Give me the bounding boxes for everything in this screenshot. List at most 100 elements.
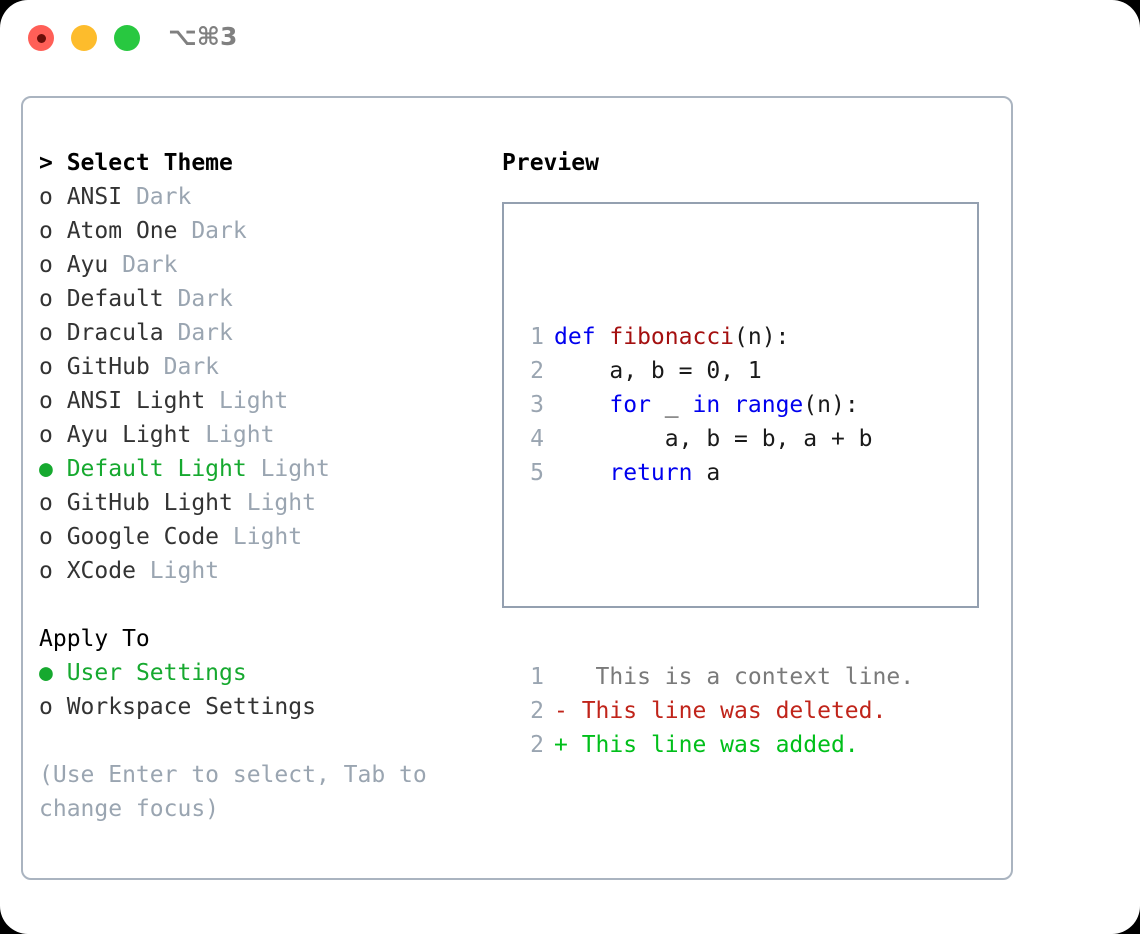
code-token: a, b = 0, 1 [554,358,762,384]
code-token: (n): [734,324,790,350]
theme-option-google-code[interactable]: o Google Code Light [39,520,489,554]
theme-option-tag: Dark [122,184,192,210]
theme-option-default[interactable]: o Default Dark [39,282,489,316]
radio-unselected-icon: o [39,694,53,720]
code-line: 4 a, b = b, a + b [522,422,914,456]
line-number: 2 [530,698,544,724]
maximize-button[interactable] [114,25,140,51]
theme-option-tag: Dark [163,286,233,312]
diff-sign: - [554,698,568,724]
traffic-lights [28,25,140,51]
theme-option-tag: Light [205,388,289,414]
code-token: in [692,392,721,418]
theme-option-tag: Light [135,558,220,584]
apply-to-option-label: Workspace Settings [52,694,316,720]
theme-option-label: GitHub Light [52,490,233,516]
theme-option-tag: Dark [177,218,247,244]
diff-sample: 1 This is a context line.2- This line wa… [522,660,914,762]
code-token: fibonacci [609,324,735,350]
code-token [554,460,609,486]
code-token: for [609,392,651,418]
line-number: 2 [530,358,544,384]
radio-selected-icon: ● [39,456,53,482]
code-spacer [522,558,914,592]
keyboard-hint-text: (Use Enter to select, Tab to change focu… [39,762,441,822]
code-token [720,392,734,418]
theme-option-label: GitHub [52,354,150,380]
radio-unselected-icon: o [39,354,53,380]
line-number: 3 [530,392,544,418]
theme-option-label: Default [52,286,164,312]
diff-line: 1 This is a context line. [522,660,914,694]
theme-option-github-light[interactable]: o GitHub Light Light [39,486,489,520]
minimize-button[interactable] [71,25,97,51]
theme-option-tag: Dark [149,354,220,380]
theme-option-atom-one[interactable]: o Atom One Dark [39,214,489,248]
theme-option-default-light[interactable]: ● Default Light Light [39,452,489,486]
radio-unselected-icon: o [39,184,53,210]
apply-to-option-user-settings[interactable]: ● User Settings [39,656,489,690]
diff-text: This is a context line. [567,664,915,690]
theme-option-label: Ayu [52,252,109,278]
radio-unselected-icon: o [39,388,53,414]
theme-option-label: ANSI Light [52,388,206,414]
theme-option-xcode[interactable]: o XCode Light [39,554,489,588]
theme-option-tag: Light [246,456,330,482]
theme-option-ayu-light[interactable]: o Ayu Light Light [39,418,489,452]
theme-option-github[interactable]: o GitHub Dark [39,350,489,384]
diff-line: 2- This line was deleted. [522,694,914,728]
theme-option-tag: Dark [163,320,233,346]
theme-option-label: ANSI [52,184,123,210]
theme-option-ansi-light[interactable]: o ANSI Light Light [39,384,489,418]
radio-unselected-icon: o [39,320,53,346]
theme-option-tag: Light [232,490,316,516]
radio-selected-icon: ● [39,660,53,686]
theme-option-tag: Light [219,524,303,550]
line-number: 2 [530,732,544,758]
keyboard-shortcut-label: ⌥⌘3 [168,22,238,51]
theme-option-label: Google Code [52,524,220,550]
theme-option-dracula[interactable]: o Dracula Dark [39,316,489,350]
code-line: 5 return a [522,456,914,490]
code-line: 3 for _ in range(n): [522,388,914,422]
theme-option-tag: Light [191,422,275,448]
radio-unselected-icon: o [39,422,53,448]
radio-unselected-icon: o [39,218,53,244]
code-token: _ [650,392,693,418]
theme-picker-heading: > Select Theme [39,150,233,176]
code-token [554,392,609,418]
line-number: 5 [530,460,544,486]
code-token: def [554,324,610,350]
diff-sign [554,664,568,690]
theme-option-ansi[interactable]: o ANSI Dark [39,180,489,214]
theme-option-label: XCode [52,558,136,584]
radio-unselected-icon: o [39,490,53,516]
theme-option-ayu[interactable]: o Ayu Dark [39,248,489,282]
apply-to-option-label: User Settings [52,660,247,686]
theme-option-label: Ayu Light [52,422,192,448]
radio-unselected-icon: o [39,252,53,278]
apply-to-option-workspace-settings[interactable]: o Workspace Settings [39,690,489,724]
line-number: 1 [530,664,544,690]
diff-text: This line was deleted. [567,698,887,724]
close-button[interactable] [28,25,54,51]
line-number: 4 [530,426,544,452]
code-token: a, b = b, a + b [554,426,873,452]
code-line: 2 a, b = 0, 1 [522,354,914,388]
title-bar: ⌥⌘3 [0,0,1140,78]
diff-line: 2+ This line was added. [522,728,914,762]
preview-heading: Preview [502,150,599,176]
code-token: return [609,460,693,486]
apply-to-heading: Apply To [39,626,150,652]
theme-option-label: Dracula [52,320,164,346]
diff-text: This line was added. [567,732,859,758]
